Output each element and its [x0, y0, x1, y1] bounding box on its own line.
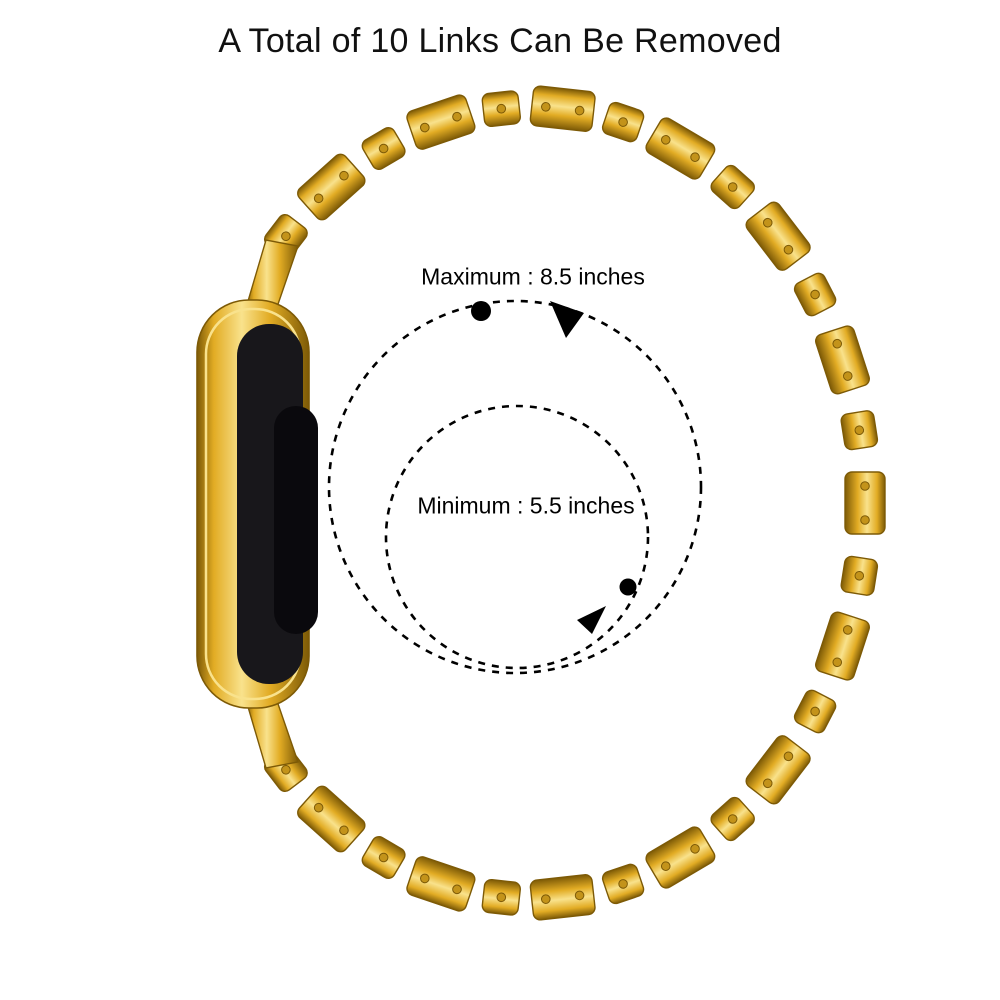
- link-pin-icon: [313, 802, 324, 813]
- link-pin-icon: [727, 814, 738, 824]
- link-pin-icon: [762, 778, 773, 789]
- link-pin-icon: [660, 861, 671, 871]
- maximum-size-label: Maximum : 8.5 inches: [421, 263, 645, 290]
- maximum-arrowhead-icon: [550, 301, 584, 338]
- link-pin-icon: [419, 122, 430, 133]
- link-pin-icon: [618, 879, 628, 889]
- band-link: [793, 272, 837, 317]
- link-pin-icon: [832, 338, 843, 349]
- link-pin-icon: [860, 515, 870, 525]
- link-pin-icon: [541, 102, 551, 112]
- band-link: [645, 117, 716, 180]
- link-pin-icon: [378, 852, 389, 863]
- link-pin-icon: [339, 170, 349, 181]
- link-pin-icon: [810, 289, 820, 300]
- band-link: [361, 836, 406, 879]
- link-pin-icon: [832, 657, 843, 668]
- band-link: [710, 796, 755, 842]
- maximum-marker-dot: [471, 301, 491, 321]
- band-link: [793, 689, 837, 734]
- link-pin-icon: [854, 570, 865, 581]
- band-link: [481, 878, 521, 916]
- watch-band: [263, 85, 886, 921]
- page-title: A Total of 10 Links Can Be Removed: [218, 22, 782, 60]
- band-link: [844, 471, 886, 535]
- link-pin-icon: [378, 143, 389, 154]
- link-pin-icon: [339, 825, 349, 836]
- band-link: [815, 325, 870, 395]
- band-link: [406, 94, 476, 150]
- band-link: [297, 153, 366, 221]
- link-pin-icon: [854, 425, 865, 436]
- maximum-dashed-circle: [327, 299, 703, 675]
- band-link: [601, 863, 645, 905]
- size-guide: [327, 299, 703, 675]
- band-link: [529, 85, 596, 132]
- link-pin-icon: [541, 894, 551, 904]
- band-link: [601, 101, 645, 143]
- link-pin-icon: [496, 103, 507, 114]
- link-pin-icon: [574, 105, 585, 116]
- watch-head: [196, 239, 318, 769]
- band-link: [297, 785, 366, 853]
- link-pin-icon: [313, 193, 324, 204]
- link-pin-icon: [281, 231, 291, 241]
- band-link: [361, 127, 406, 170]
- link-pin-icon: [419, 873, 430, 884]
- link-pin-icon: [783, 751, 794, 762]
- link-pin-icon: [783, 244, 794, 255]
- minimum-arrowhead-icon: [577, 606, 606, 634]
- band-link: [745, 201, 811, 271]
- link-pin-icon: [860, 481, 870, 491]
- link-pin-icon: [618, 117, 628, 127]
- link-pin-icon: [452, 111, 462, 122]
- minimum-dashed-circle: [384, 404, 650, 670]
- link-pin-icon: [660, 135, 671, 145]
- link-pin-icon: [281, 764, 291, 775]
- minimum-marker-dot: [619, 578, 637, 596]
- band-link: [745, 735, 811, 805]
- link-pin-icon: [727, 182, 738, 192]
- link-pin-icon: [574, 890, 585, 901]
- link-pin-icon: [452, 884, 462, 895]
- link-pin-icon: [842, 371, 853, 381]
- minimum-size-label: Minimum : 5.5 inches: [417, 492, 635, 519]
- link-pin-icon: [762, 217, 773, 228]
- band-link: [481, 90, 521, 128]
- link-pin-icon: [496, 892, 507, 903]
- band-link: [815, 611, 870, 681]
- link-pin-icon: [690, 844, 700, 854]
- band-link: [406, 856, 476, 912]
- band-link: [710, 164, 755, 210]
- band-link: [529, 874, 596, 921]
- link-pin-icon: [810, 706, 820, 717]
- band-link: [840, 410, 879, 451]
- band-link: [840, 555, 879, 596]
- link-pin-icon: [690, 152, 700, 162]
- band-link: [645, 826, 716, 889]
- watch-screen-capsule: [274, 406, 318, 634]
- link-pin-icon: [842, 625, 853, 635]
